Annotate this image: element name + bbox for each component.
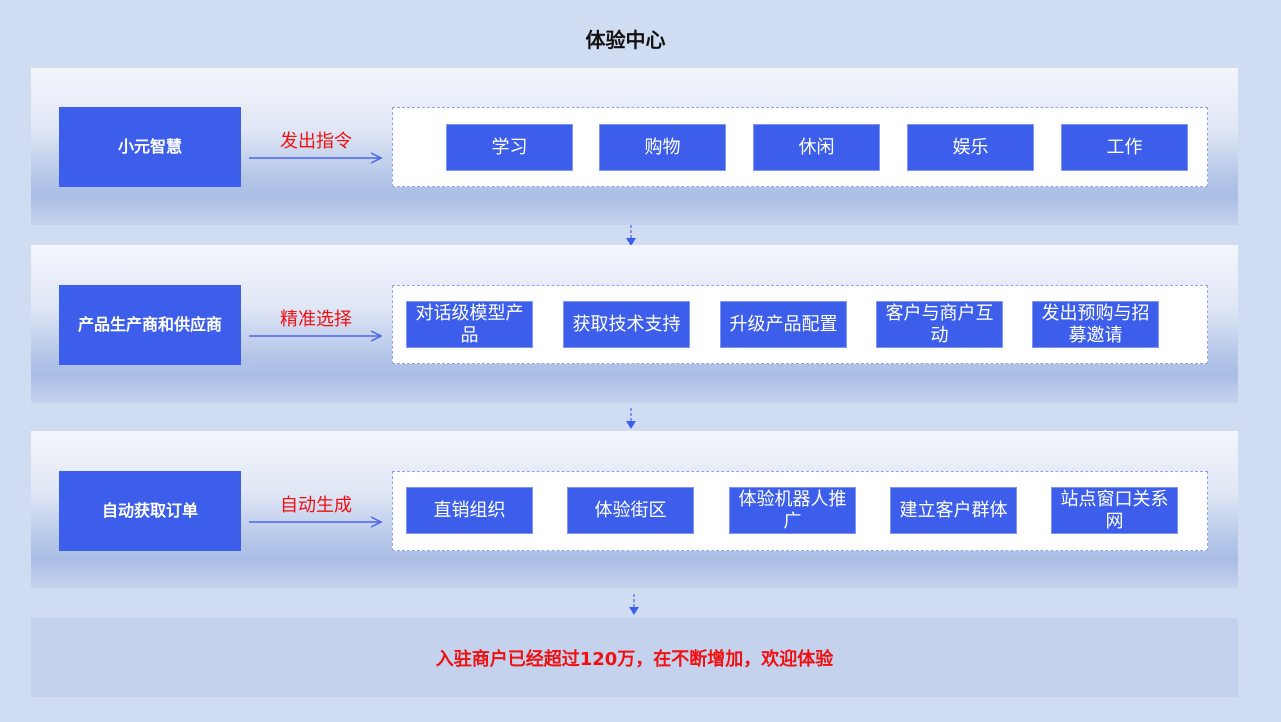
right-arrow-icon: [249, 149, 383, 164]
down-arrow-icon: [625, 225, 637, 247]
item-box: 体验街区: [567, 487, 694, 534]
right-arrow-icon: [249, 327, 383, 342]
item-label: 学习: [491, 136, 528, 158]
item-label: 发出预购与招募邀请: [1041, 302, 1150, 346]
item-label: 休闲: [798, 136, 835, 158]
item-label: 娱乐: [952, 136, 989, 158]
item-label: 直销组织: [433, 499, 506, 521]
action-label: 自动生成: [280, 495, 352, 516]
down-arrow-icon: [625, 408, 637, 430]
item-box: 客户与商户互动: [876, 301, 1003, 348]
row-lead-label: 小元智慧: [117, 137, 182, 156]
item-box: 获取技术支持: [563, 301, 690, 348]
item-box: 对话级模型产品: [406, 301, 533, 348]
item-label: 工作: [1106, 136, 1143, 158]
item-box: 升级产品配置: [720, 301, 847, 348]
item-box: 学习: [446, 124, 573, 171]
row-lead-box: 产品生产商和供应商: [59, 285, 241, 365]
item-box: 休闲: [753, 124, 880, 171]
item-label: 客户与商户互动: [885, 302, 994, 346]
item-label: 体验机器人推广: [738, 488, 847, 532]
item-box: 工作: [1061, 124, 1188, 171]
footer-text: 入驻商户已经超过120万，在不断增加，欢迎体验: [435, 648, 834, 670]
item-label: 对话级模型产品: [415, 302, 524, 346]
row-lead-box: 自动获取订单: [59, 471, 241, 551]
item-label: 站点窗口关系网: [1060, 488, 1169, 532]
item-box: 直销组织: [406, 487, 533, 534]
item-box: 娱乐: [907, 124, 1034, 171]
item-label: 升级产品配置: [729, 313, 838, 335]
item-box: 建立客户群体: [890, 487, 1017, 534]
row-lead-label: 产品生产商和供应商: [77, 315, 222, 334]
page-title: 体验中心: [585, 28, 666, 52]
row-lead-label: 自动获取订单: [101, 501, 198, 520]
down-arrow-icon: [628, 594, 640, 616]
item-box: 购物: [599, 124, 726, 171]
right-arrow-icon: [249, 513, 383, 528]
item-box: 体验机器人推广: [729, 487, 856, 534]
item-label: 购物: [644, 136, 681, 158]
item-label: 获取技术支持: [572, 313, 681, 335]
item-label: 建立客户群体: [899, 499, 1008, 521]
action-label: 精准选择: [280, 309, 352, 330]
item-box: 站点窗口关系网: [1051, 487, 1178, 534]
footer-banner: 入驻商户已经超过120万，在不断增加，欢迎体验: [31, 618, 1238, 697]
item-label: 体验街区: [594, 499, 667, 521]
action-label: 发出指令: [280, 131, 352, 152]
item-box: 发出预购与招募邀请: [1032, 301, 1159, 348]
row-lead-box: 小元智慧: [59, 107, 241, 187]
